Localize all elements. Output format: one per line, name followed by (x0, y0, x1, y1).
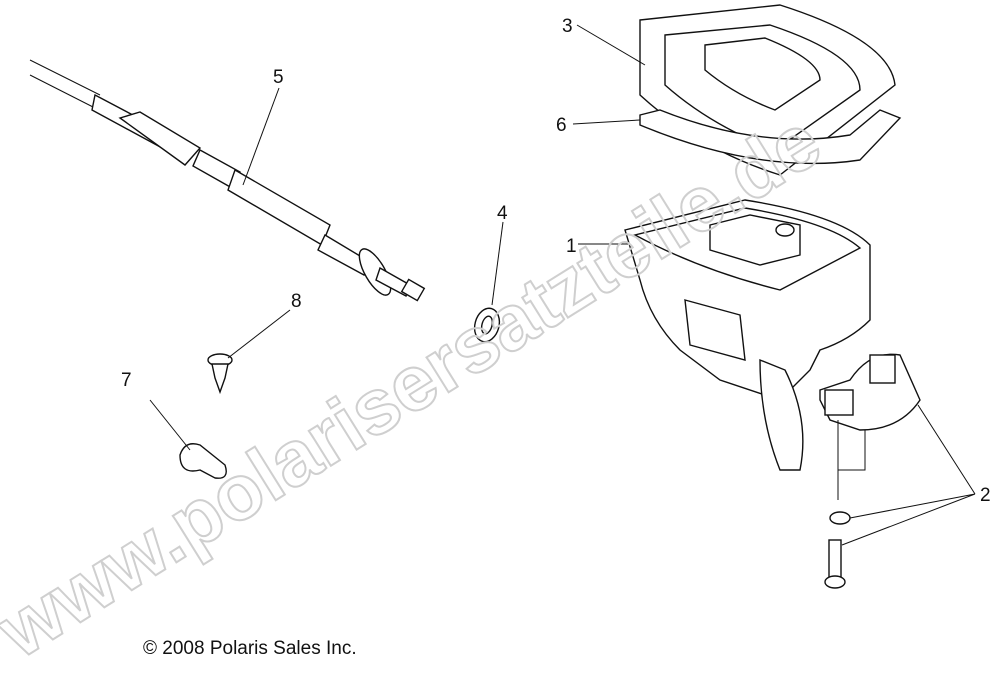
screw (824, 539, 846, 589)
clip (179, 443, 227, 479)
leader-lines (149, 24, 976, 546)
lock-washer (829, 511, 851, 525)
callout-5: 5 (273, 67, 284, 88)
callout-2: 2 (980, 485, 991, 506)
callout-8: 8 (291, 291, 302, 312)
callout-4: 4 (497, 203, 508, 224)
throttle-housing (624, 199, 871, 471)
push-rivet (207, 353, 233, 395)
callout-7: 7 (121, 370, 132, 391)
clamp-bracket (819, 353, 921, 431)
callout-3: 3 (562, 16, 573, 37)
gasket (639, 109, 902, 165)
callout-1: 1 (566, 236, 577, 257)
callout-6: 6 (556, 115, 567, 136)
throttle-cable (29, 59, 426, 302)
washer (473, 307, 501, 343)
copyright-notice: © 2008 Polaris Sales Inc. (143, 638, 357, 659)
